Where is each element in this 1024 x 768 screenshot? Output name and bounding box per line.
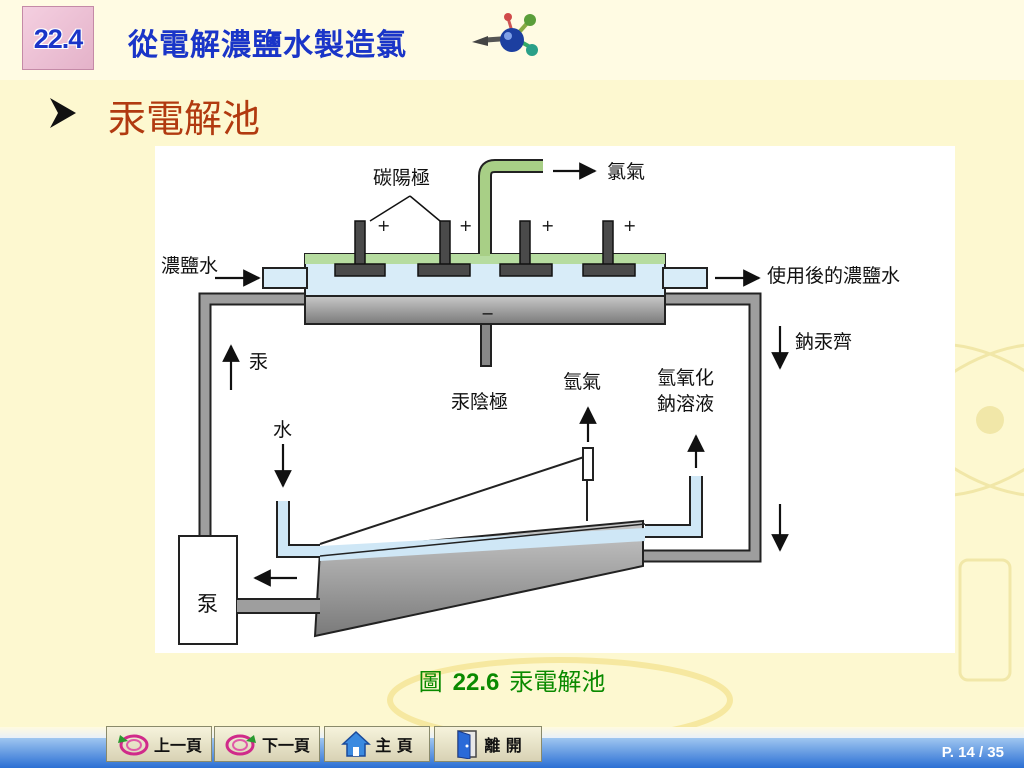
label-plus-3: + xyxy=(541,216,555,235)
label-plus-4: + xyxy=(623,216,637,235)
label-mercury-cathode: 汞陰極 xyxy=(451,391,509,413)
brine-outlet xyxy=(662,267,708,289)
home-button[interactable]: 主 頁 xyxy=(324,726,430,762)
exit-button[interactable]: 離 開 xyxy=(434,726,542,762)
label-plus-2: + xyxy=(459,216,473,235)
page-title: 從電解濃鹽水製造氯 xyxy=(128,28,407,63)
subheading: 汞電解池 xyxy=(108,97,261,141)
mercury-layer xyxy=(304,295,666,325)
home-label: 主 頁 xyxy=(375,736,413,755)
prev-page-button[interactable]: 上一頁 xyxy=(106,726,212,762)
section-number: 22.4 xyxy=(33,24,84,54)
section-badge xyxy=(22,6,94,70)
decomposer-solution xyxy=(320,528,645,561)
figure-caption: 圖 22.6 汞電解池 xyxy=(0,662,1024,697)
door-icon xyxy=(457,730,477,759)
label-brine-in: 濃鹽水 xyxy=(161,255,219,277)
molecule-icon xyxy=(472,13,538,56)
bullet-arrow-icon xyxy=(50,98,76,128)
swirl-back-icon xyxy=(117,734,149,756)
label-water: 水 xyxy=(273,419,293,441)
prev-page-label: 上一頁 xyxy=(153,736,202,755)
water-inlet-pipe xyxy=(276,501,320,558)
label-carbon-anode: 碳陽極 xyxy=(373,167,431,189)
label-plus-1: + xyxy=(377,216,391,235)
hydrogen-vent xyxy=(582,447,594,481)
chlorine-pipe xyxy=(478,159,543,254)
caption-text: 汞電解池 xyxy=(509,668,606,696)
naoh-outlet-pipe xyxy=(645,476,703,538)
exit-label: 離 開 xyxy=(484,736,522,755)
label-sodium-amalgam: 鈉汞齊 xyxy=(795,331,853,353)
label-naoh-line1: 氫氧化 xyxy=(657,367,715,389)
caption-prefix: 圖 xyxy=(418,668,443,696)
swirl-forward-icon xyxy=(225,734,256,756)
label-minus: − xyxy=(481,304,495,323)
label-naoh-line2: 鈉溶液 xyxy=(657,393,715,415)
brine-inlet xyxy=(262,267,308,289)
pump xyxy=(178,535,238,645)
home-icon xyxy=(341,730,372,757)
cathode-stem xyxy=(480,323,492,367)
next-page-label: 下一頁 xyxy=(261,736,310,755)
label-used-brine: 使用後的濃鹽水 xyxy=(767,265,901,287)
label-pump: 泵 xyxy=(197,592,218,616)
mercury-cell-diagram: 碳陽極 氯氣 + + + + 濃鹽水 使用後的濃鹽水 − 鈉汞齊 汞 汞陰極 氫… xyxy=(155,146,955,653)
label-hydrogen: 氫氣 xyxy=(563,371,602,393)
caption-number: 22.6 xyxy=(452,669,500,696)
label-chlorine: 氯氣 xyxy=(607,161,646,183)
next-page-button[interactable]: 下一頁 xyxy=(214,726,320,762)
page-indicator: P. 14 / 35 xyxy=(941,744,1004,761)
carbon-anodes xyxy=(334,220,636,277)
label-mercury: 汞 xyxy=(249,351,269,373)
